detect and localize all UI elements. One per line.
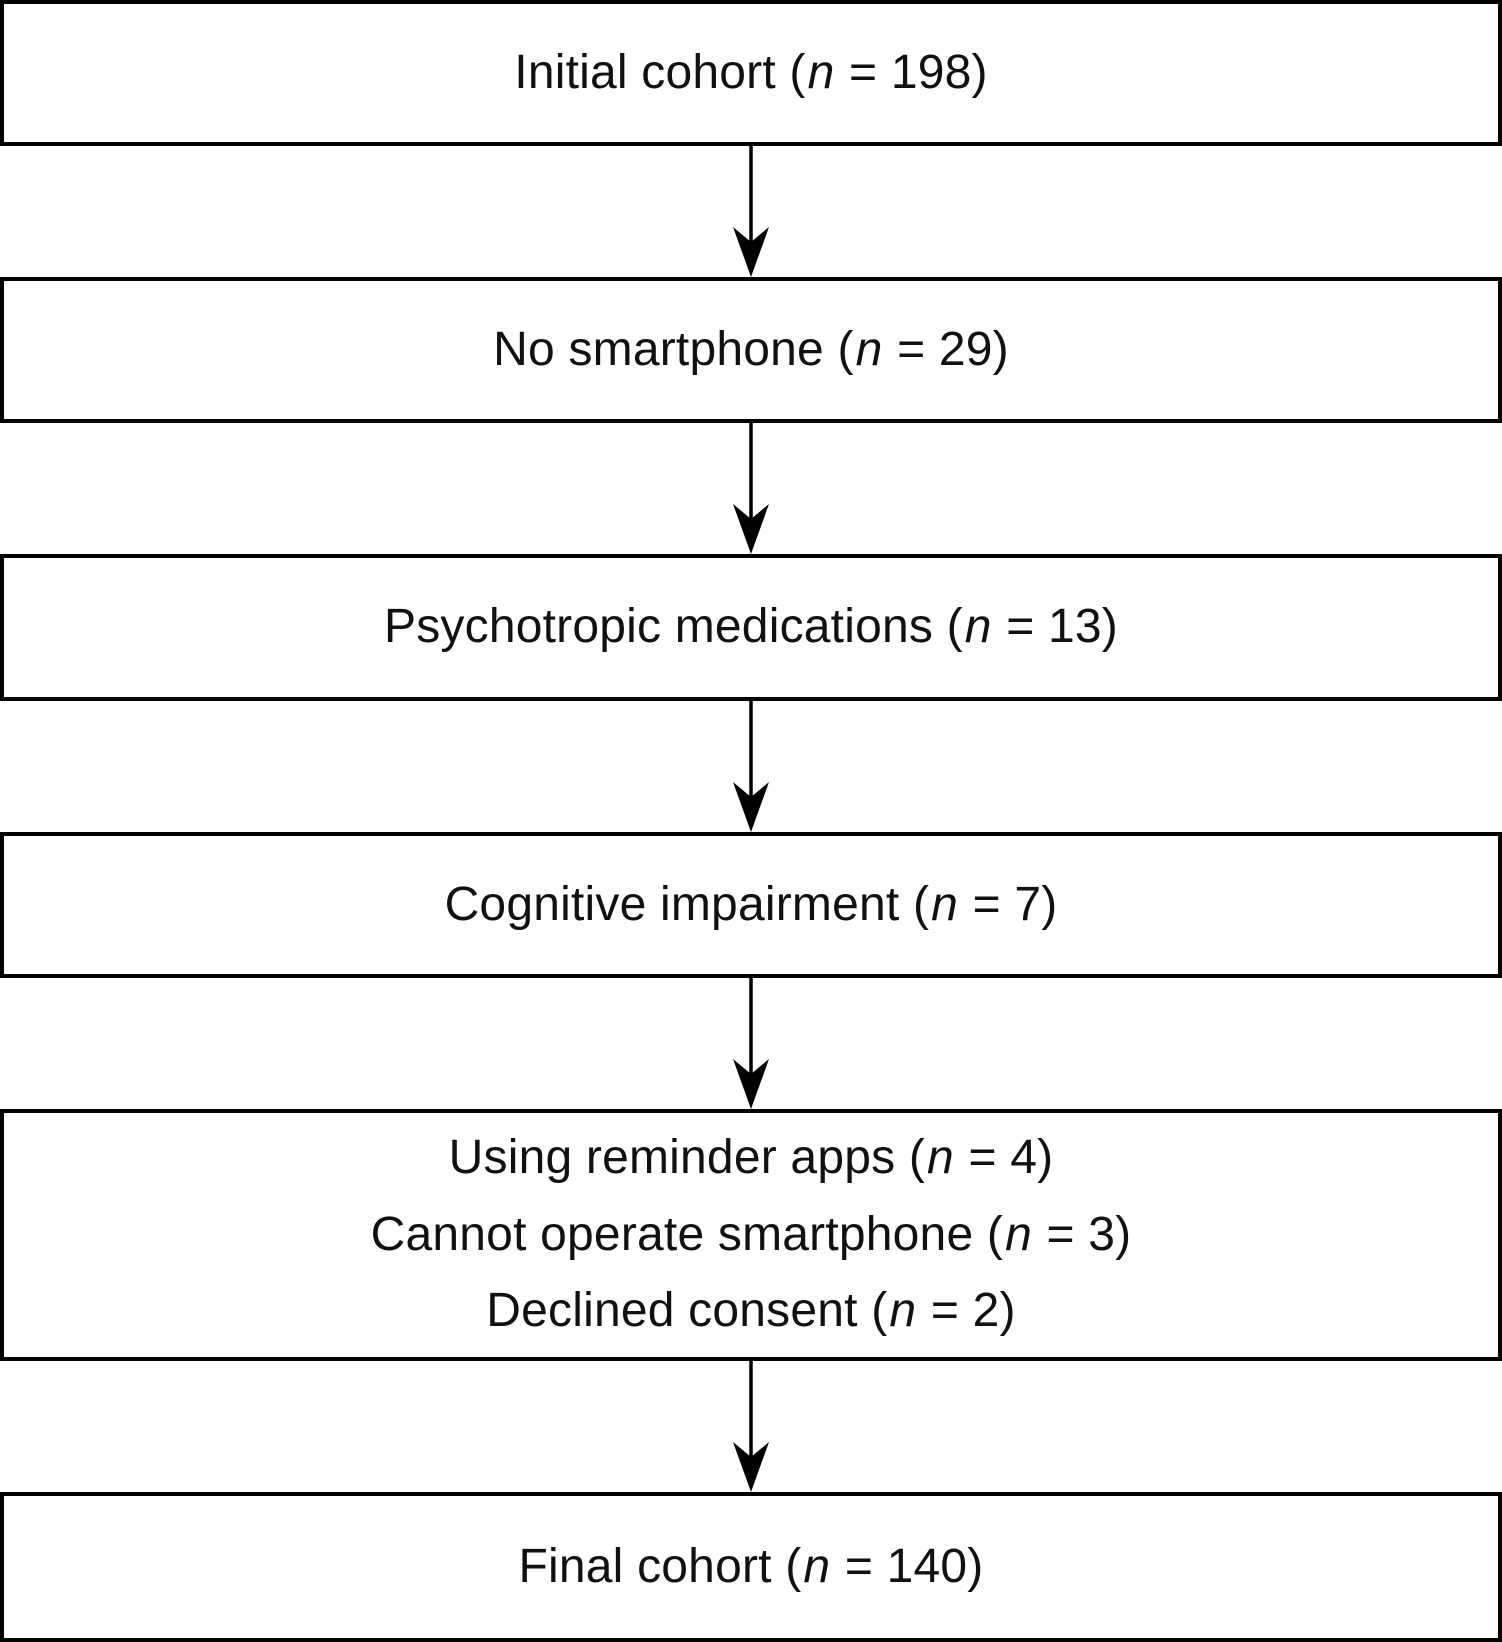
arrow-gap-3: [0, 701, 1502, 832]
count-text: = 2): [917, 1284, 1016, 1338]
flow-box-cognitive-impairment: Cognitive impairment (n = 7): [0, 832, 1502, 978]
box-label-line: Final cohort (n = 140): [519, 1529, 984, 1606]
count-text: = 4): [954, 1130, 1054, 1184]
label-text: Final cohort (: [518, 1539, 802, 1593]
down-arrow-icon: [733, 146, 769, 277]
label-text: Cannot operate smartphone (: [370, 1207, 1004, 1261]
flow-box-final-cohort: Final cohort (n = 140): [0, 1492, 1502, 1642]
count-text: = 29): [883, 322, 1009, 376]
down-arrow-icon: [733, 423, 769, 554]
flow-box-other-exclusions: Using reminder apps (n = 4) Cannot opera…: [0, 1109, 1502, 1361]
n-symbol: n: [889, 1284, 917, 1338]
flow-box-no-smartphone: No smartphone (n = 29): [0, 277, 1502, 423]
n-symbol: n: [855, 322, 883, 376]
n-symbol: n: [927, 1130, 954, 1184]
count-text: = 140): [831, 1539, 984, 1593]
label-text: Declined consent (: [486, 1284, 888, 1338]
arrow-gap-5: [0, 1361, 1502, 1492]
label-text: Initial cohort (: [514, 45, 806, 99]
box-label-line: Initial cohort (n = 198): [514, 35, 987, 112]
arrow-gap-2: [0, 423, 1502, 554]
arrow-gap-1: [0, 146, 1502, 277]
n-symbol: n: [807, 45, 835, 99]
label-text: Using reminder apps (: [448, 1130, 926, 1184]
label-text: No smartphone (: [493, 322, 854, 376]
n-symbol: n: [964, 600, 992, 654]
count-text: = 198): [835, 45, 988, 99]
label-text: Cognitive impairment (: [444, 877, 930, 931]
n-symbol: n: [1005, 1207, 1032, 1261]
box-label-line: Cognitive impairment (n = 7): [445, 867, 1058, 944]
down-arrow-icon: [733, 978, 769, 1109]
down-arrow-icon: [733, 1361, 769, 1492]
flow-box-psychotropic-medications: Psychotropic medications (n = 13): [0, 554, 1502, 701]
n-symbol: n: [803, 1539, 831, 1593]
down-arrow-icon: [733, 701, 769, 832]
count-text: = 13): [992, 600, 1118, 654]
box-label-line: Declined consent (n = 2): [486, 1273, 1015, 1350]
box-label-line: No smartphone (n = 29): [493, 312, 1009, 389]
label-text: Psychotropic medications (: [384, 600, 963, 654]
box-label-line: Cannot operate smartphone (n = 3): [371, 1197, 1132, 1274]
count-text: = 7): [959, 877, 1058, 931]
n-symbol: n: [931, 877, 959, 931]
box-label-line: Psychotropic medications (n = 13): [384, 589, 1118, 666]
count-text: = 3): [1032, 1207, 1132, 1261]
arrow-gap-4: [0, 978, 1502, 1109]
flow-box-initial-cohort: Initial cohort (n = 198): [0, 0, 1502, 146]
box-label-line: Using reminder apps (n = 4): [449, 1120, 1054, 1197]
